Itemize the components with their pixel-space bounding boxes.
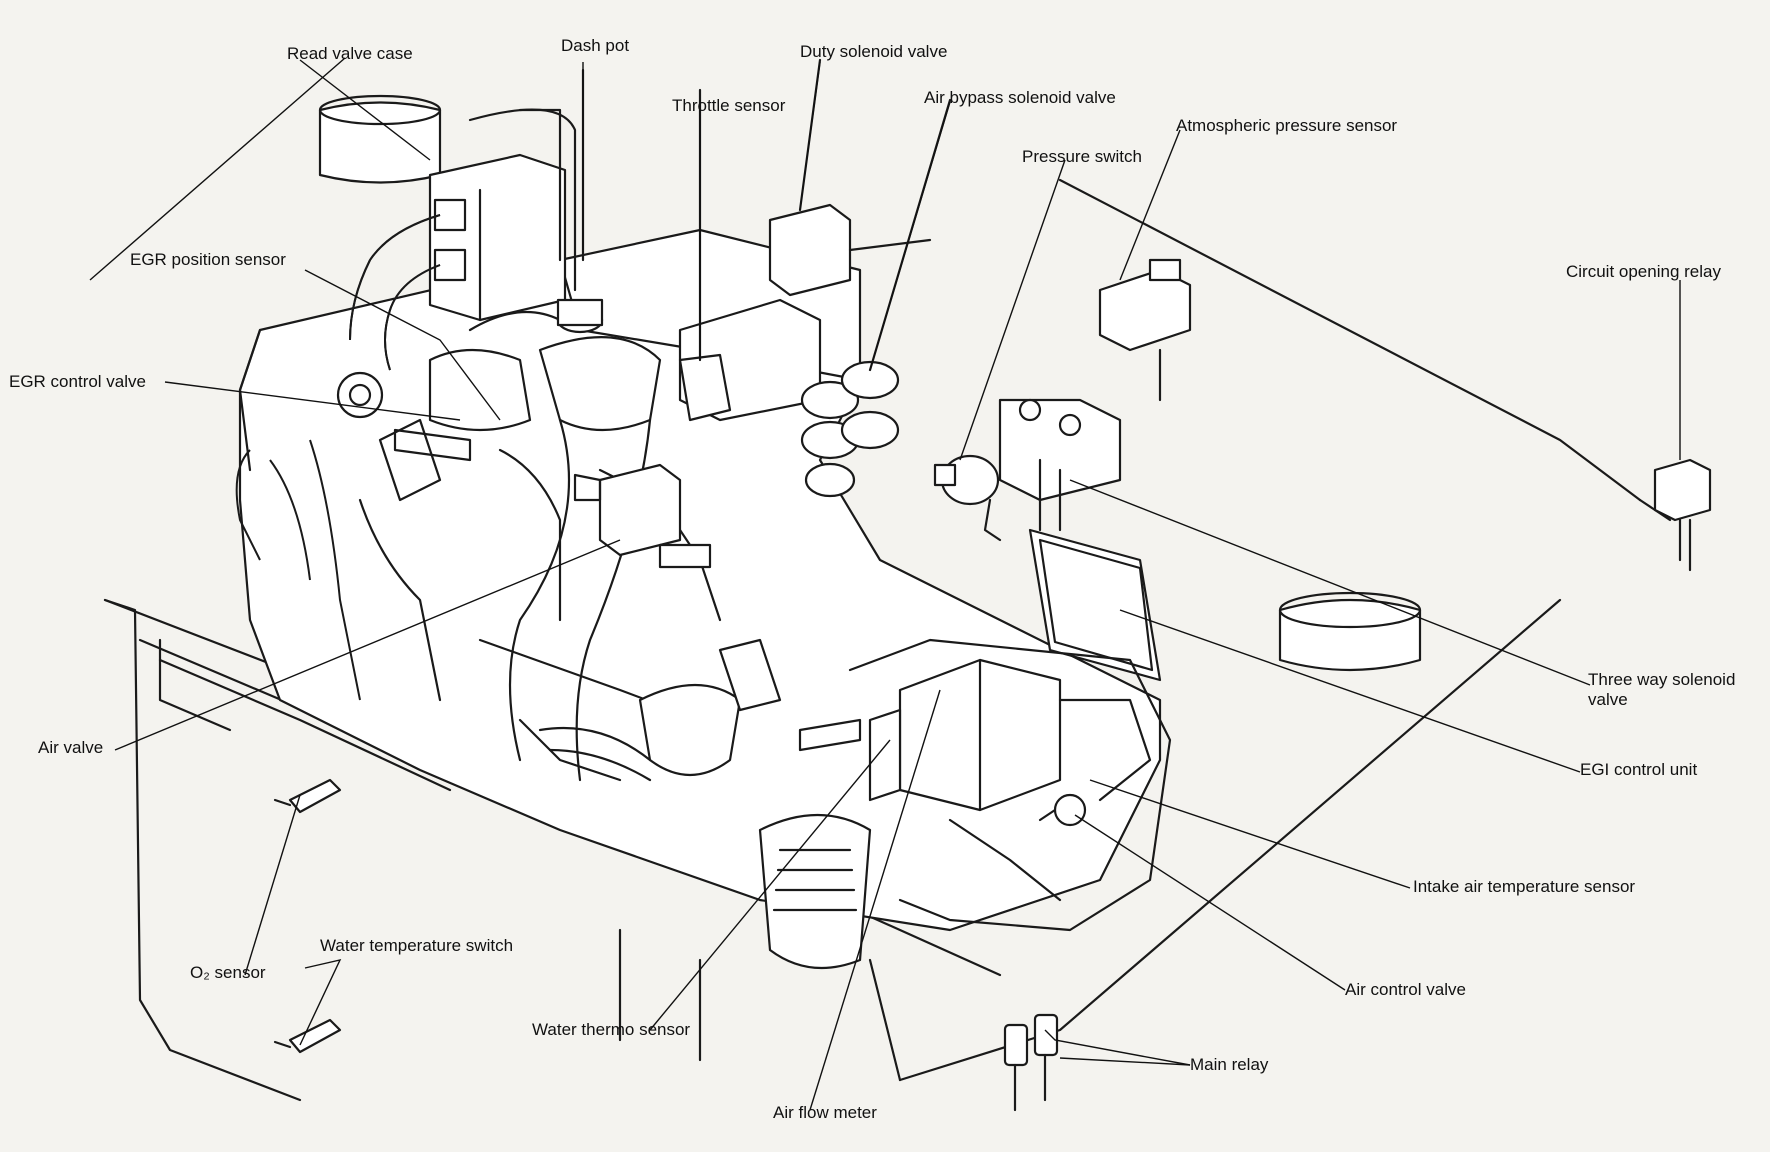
injector-bundle bbox=[538, 638, 862, 782]
canister-right bbox=[1278, 591, 1422, 672]
leader-lines bbox=[89, 57, 1681, 1111]
air-cleaner-housing bbox=[848, 638, 1172, 932]
water-temp-switch-part bbox=[273, 1018, 342, 1054]
label-three-way-solenoid-valve: Three way solenoid valve bbox=[1588, 670, 1736, 709]
label-duty-solenoid-valve: Duty solenoid valve bbox=[800, 42, 948, 61]
pressure-switch-part bbox=[933, 454, 1002, 542]
label-air-bypass-solenoid-valve: Air bypass solenoid valve bbox=[924, 88, 1116, 107]
label-egr-position-sensor: EGR position sensor bbox=[130, 250, 286, 269]
label-egi-control-unit: EGI control unit bbox=[1580, 760, 1698, 779]
air-intake-duct bbox=[758, 814, 872, 970]
label-dash-pot: Dash pot bbox=[561, 36, 630, 55]
label-water-thermo-sensor: Water thermo sensor bbox=[532, 1020, 691, 1039]
label-intake-air-temperature-sensor: Intake air temperature sensor bbox=[1413, 877, 1636, 896]
atmospheric-sensor-part bbox=[1098, 258, 1192, 402]
label-water-temperature-switch: Water temperature switch bbox=[320, 936, 514, 955]
label-main-relay: Main relay bbox=[1190, 1055, 1269, 1074]
label-air-valve: Air valve bbox=[38, 738, 104, 757]
bracket-assembly bbox=[998, 398, 1122, 532]
circuit-opening-relay-part bbox=[1653, 458, 1712, 572]
label-circuit-opening-relay: Circuit opening relay bbox=[1566, 262, 1721, 281]
main-relay-part bbox=[1003, 1013, 1059, 1112]
label-pressure-switch: Pressure switch bbox=[1022, 147, 1142, 166]
intake-air-temp-part bbox=[1038, 793, 1087, 827]
air-flow-meter-part bbox=[868, 658, 1152, 812]
read-valve-case-part bbox=[428, 108, 577, 322]
label-air-control-valve: Air control valve bbox=[1345, 980, 1466, 999]
label-throttle-sensor: Throttle sensor bbox=[672, 96, 786, 115]
canister-left bbox=[318, 94, 442, 184]
air-valve-part bbox=[573, 463, 712, 569]
coiled-hoses bbox=[235, 214, 441, 701]
air-bypass-solenoid-part bbox=[800, 98, 952, 498]
label-egr-control-valve: EGR control valve bbox=[9, 372, 146, 391]
label-o2-sensor: O₂ sensor bbox=[190, 963, 266, 982]
label-read-valve-case: Read valve case bbox=[287, 44, 413, 63]
label-atmospheric-pressure-sensor: Atmospheric pressure sensor bbox=[1176, 116, 1398, 135]
egi-control-unit-part bbox=[1028, 528, 1162, 682]
o2-sensor-part bbox=[273, 778, 342, 814]
duty-solenoid-part bbox=[768, 58, 932, 297]
label-air-flow-meter: Air flow meter bbox=[773, 1103, 877, 1122]
throttle-body-part bbox=[678, 88, 822, 422]
